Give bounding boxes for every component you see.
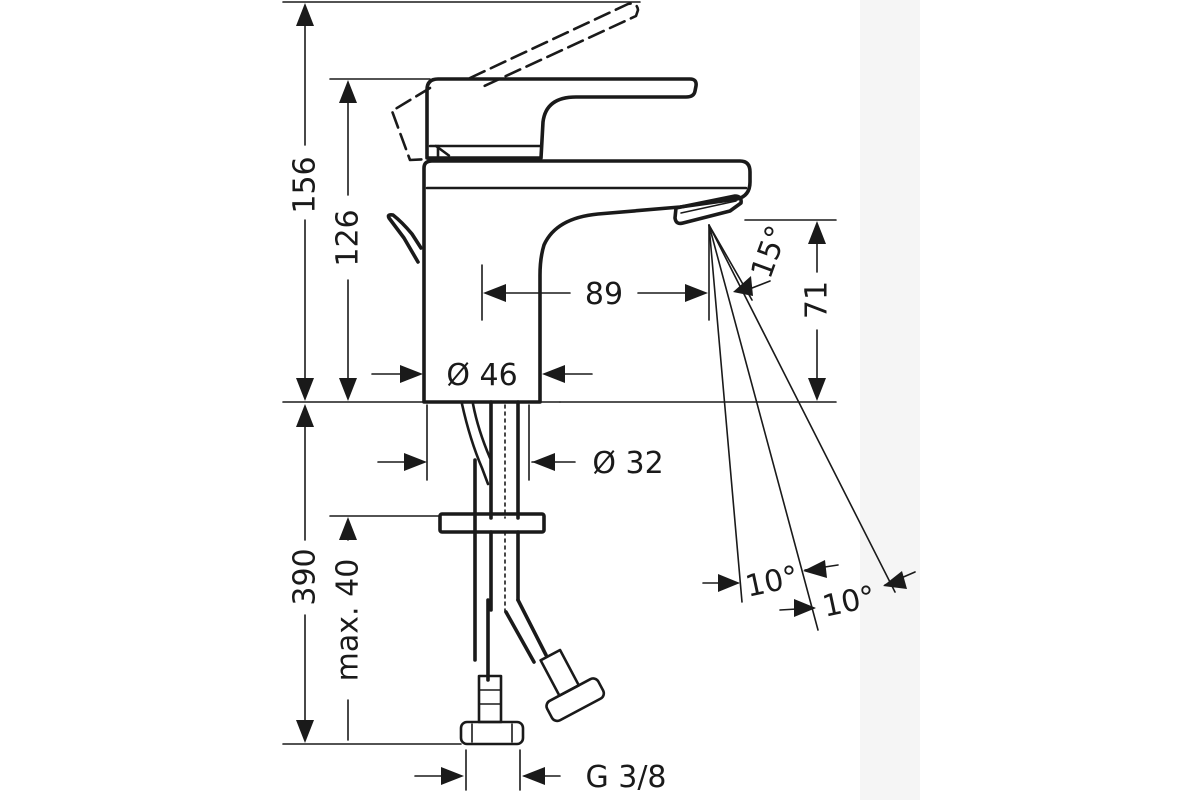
lever-handle	[425, 77, 698, 160]
spray-angle-lines	[702, 224, 916, 631]
dimension-lines	[282, 1, 837, 785]
shank-diameter-label: Ø 32	[592, 446, 663, 481]
max-deck-thickness-label: max. 40	[331, 559, 366, 682]
body-height-label: 126	[331, 209, 366, 266]
faucet-body	[422, 159, 752, 404]
spout-reach-label: 89	[585, 277, 623, 312]
connection-thread-label: G 3/8	[585, 760, 666, 795]
base-diameter-label: Ø 46	[446, 358, 517, 393]
dimension-labels: 156 126 71 89 15° Ø 46 Ø 32 390 max. 40 …	[288, 156, 879, 795]
below-deck-length-label: 390	[288, 548, 323, 605]
spray-angle-label: 15°	[744, 221, 795, 283]
aerator	[673, 194, 743, 226]
supply-hose-1	[473, 458, 490, 682]
background-texture	[860, 0, 920, 800]
faucet-outline	[386, 2, 752, 404]
below-deck-parts	[438, 400, 606, 791]
swivel-angle-1-label: 10°	[742, 559, 801, 604]
spout-height-label: 71	[800, 281, 835, 319]
overall-height-label: 156	[288, 156, 323, 213]
popup-rod	[386, 213, 423, 264]
lever-raised-dashed	[468, 2, 640, 90]
